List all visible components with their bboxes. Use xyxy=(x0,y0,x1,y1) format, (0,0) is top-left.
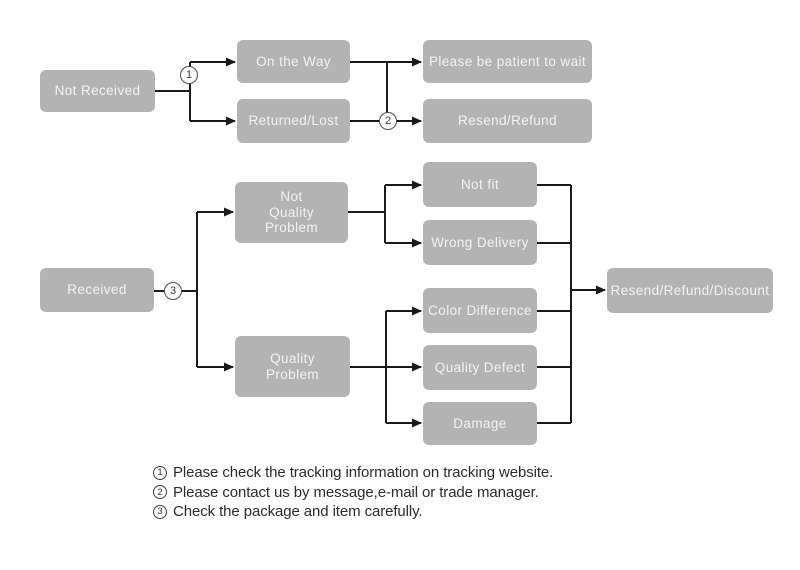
node-color-difference: Color Difference xyxy=(423,288,537,333)
node-please-be-patient: Please be patient to wait xyxy=(423,40,592,83)
node-resend-refund-discount: Resend/Refund/Discount xyxy=(607,268,773,313)
node-resend-refund: Resend/Refund xyxy=(423,99,592,143)
node-damage: Damage xyxy=(423,402,537,445)
node-not-received: Not Received xyxy=(40,70,155,112)
footnote-2-marker-icon: 2 xyxy=(153,485,167,500)
footnote-2: 2 Please contact us by message,e-mail or… xyxy=(153,483,553,503)
footnote-1: 1 Please check the tracking information … xyxy=(153,463,553,483)
node-returned-lost: Returned/Lost xyxy=(237,99,350,143)
node-wrong-delivery: Wrong Delivery xyxy=(423,220,537,265)
node-received: Received xyxy=(40,268,154,312)
footnote-3-text: Check the package and item carefully. xyxy=(173,503,423,521)
footnote-3: 3 Check the package and item carefully. xyxy=(153,502,553,522)
step-marker-3-circle: 3 xyxy=(164,282,182,300)
node-not-fit: Not fit xyxy=(423,162,537,207)
footnote-1-text: Please check the tracking information on… xyxy=(173,464,554,482)
node-quality-defect: Quality Defect xyxy=(423,345,537,390)
node-not-quality-problem: Not Quality Problem xyxy=(235,182,348,243)
node-quality-problem: Quality Problem xyxy=(235,336,350,397)
footnote-1-marker-icon: 1 xyxy=(153,465,167,480)
step-marker-2-circle: 2 xyxy=(379,112,397,130)
node-on-the-way: On the Way xyxy=(237,40,350,83)
footnote-3-marker-icon: 3 xyxy=(153,504,167,519)
step-marker-1-circle: 1 xyxy=(180,66,198,84)
footnotes: 1 Please check the tracking information … xyxy=(153,463,553,522)
footnote-2-text: Please contact us by message,e-mail or t… xyxy=(173,483,539,501)
